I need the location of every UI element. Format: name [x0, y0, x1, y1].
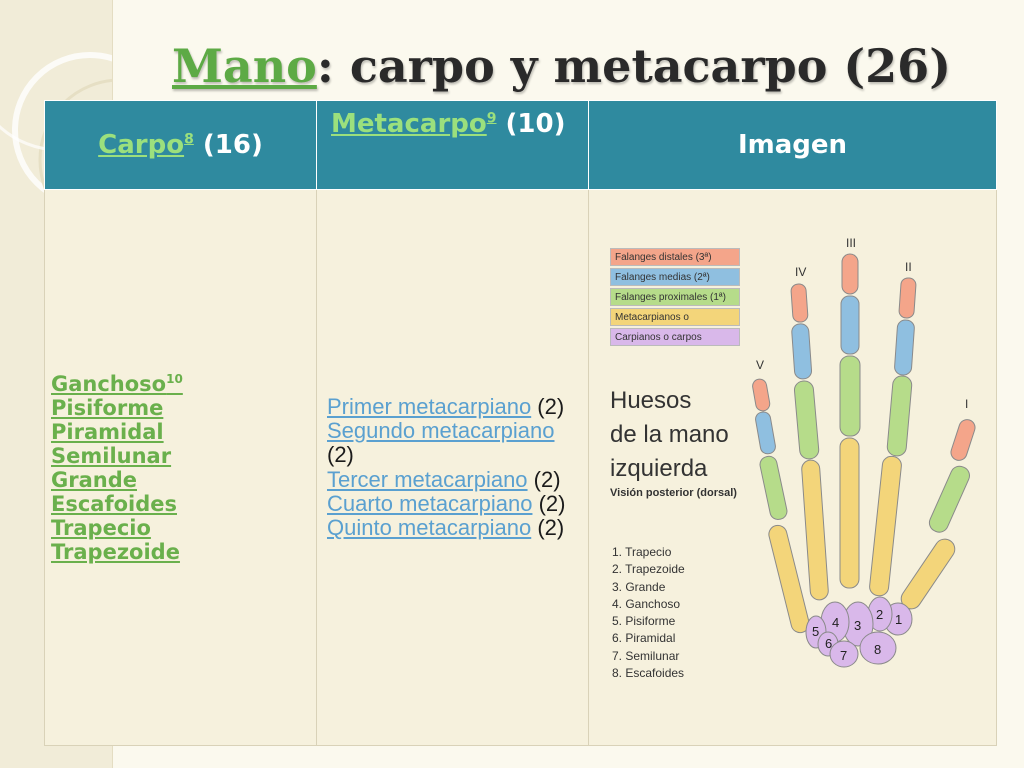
- metacarpo-cell: Primer metacarpiano (2)Segundo metacarpi…: [316, 189, 589, 746]
- hand-bones-figure: Falanges distales (3ª) Falanges medias (2…: [610, 234, 990, 684]
- hand-skeleton-illustration: III IV II V I: [752, 236, 976, 668]
- finger-label-iii: III: [846, 236, 856, 250]
- metacarpal-v: [768, 524, 810, 634]
- caption-line: de la mano: [610, 421, 729, 448]
- proximal-phalanx-iv: [793, 380, 820, 460]
- carpal-number-2: 2: [876, 607, 883, 622]
- carpo-link[interactable]: Carpo: [98, 130, 185, 160]
- figure-list-item: 8. Escafoides: [612, 666, 685, 681]
- title-rest: : carpo y metacarpo (26): [316, 39, 951, 93]
- figure-subcaption: Visión posterior (dorsal): [610, 487, 737, 499]
- legend-item: Falanges medias (2ª): [610, 268, 740, 286]
- carpal-number-7: 7: [840, 648, 847, 663]
- finger-label-i: I: [965, 397, 968, 411]
- metacarpo-item: Segundo metacarpiano (2): [327, 417, 582, 468]
- metacarpo-item-count: (2): [532, 490, 566, 516]
- finger-label-ii: II: [905, 260, 912, 274]
- carpo-count: (16): [193, 130, 263, 160]
- distal-phalanx-iv: [790, 283, 809, 323]
- metacarpal-iii: [839, 437, 860, 589]
- metacarpo-item-count: (2): [527, 466, 561, 492]
- proximal-phalanx-ii: [886, 375, 913, 457]
- metacarpal-iv: [801, 459, 829, 601]
- carpo-item-piramidal[interactable]: Piramidal: [51, 419, 164, 444]
- figure-list-item: 2. Trapezoide: [612, 562, 685, 577]
- carpal-number-1: 1: [895, 612, 902, 627]
- carpal-7: [829, 640, 859, 668]
- bones-table: Carpo8 (16) Metacarpo9 (10) Imagen Ganch…: [44, 100, 997, 746]
- metacarpo-item-link[interactable]: Tercer metacarpiano: [327, 466, 528, 492]
- metacarpo-list: Primer metacarpiano (2)Segundo metacarpi…: [323, 393, 582, 541]
- imagen-cell: [588, 189, 997, 746]
- caption-line: izquierda: [610, 455, 708, 482]
- metacarpo-item-link[interactable]: Cuarto metacarpiano: [327, 490, 533, 516]
- metacarpo-item-link[interactable]: Primer metacarpiano: [327, 393, 532, 419]
- carpal-number-8: 8: [874, 642, 881, 657]
- metacarpo-item-count: (2): [531, 515, 565, 541]
- carpo-item-semilunar[interactable]: Semilunar: [51, 443, 172, 468]
- carpo-item-ganchoso[interactable]: Ganchoso10: [51, 371, 183, 396]
- table-header-row: Carpo8 (16) Metacarpo9 (10) Imagen: [44, 100, 997, 190]
- finger-label-v: V: [756, 358, 764, 372]
- legend-item: Metacarpianos o metacarpos: [610, 308, 740, 341]
- header-carpo: Carpo8 (16): [44, 100, 317, 190]
- metacarpo-item: Tercer metacarpiano (2): [327, 466, 582, 492]
- header-metacarpo: Metacarpo9 (10): [316, 100, 589, 190]
- figure-list-item: 1. Trapecio: [612, 545, 672, 559]
- metacarpo-item-count: (2): [531, 393, 565, 419]
- carpo-item-grande[interactable]: Grande: [51, 467, 137, 492]
- metacarpo-item: Primer metacarpiano (2): [327, 393, 582, 419]
- middle-phalanx-iii: [840, 295, 860, 355]
- distal-phalanx-v: [752, 378, 771, 412]
- figure-numbered-list: 1. Trapecio 2. Trapezoide 3. Grande 4. Ganc…: [612, 544, 685, 682]
- metacarpo-item: Quinto metacarpiano (2): [327, 515, 582, 541]
- distal-phalanx-i: [950, 419, 976, 461]
- figure-list-item: 3. Grande: [612, 579, 666, 594]
- page-title: Mano: carpo y metacarpo (26): [172, 30, 992, 102]
- middle-phalanx-v: [755, 411, 776, 455]
- finger-label-iv: IV: [795, 265, 806, 279]
- carpo-item-trapecio[interactable]: Trapecio: [51, 515, 151, 540]
- figure-list-item: 5. Pisiforme: [612, 614, 676, 629]
- legend-item: Falanges proximales (1ª): [610, 288, 740, 306]
- metacarpal-ii: [869, 455, 902, 597]
- metacarpo-item-link[interactable]: Quinto metacarpiano: [327, 515, 532, 541]
- carpo-item-trapezoide[interactable]: Trapezoide: [51, 539, 180, 564]
- carpo-item-pisiforme[interactable]: Pisiforme: [51, 395, 164, 420]
- legend-item: Carpianos o carpos: [610, 328, 740, 346]
- carpal-number-3: 3: [854, 618, 861, 633]
- carpal-number-4: 4: [832, 615, 839, 630]
- figure-list-item: 4. Ganchoso: [612, 596, 681, 611]
- middle-phalanx-ii: [894, 319, 915, 376]
- distal-phalanx-ii: [898, 277, 917, 319]
- metacarpo-count: (10): [496, 109, 566, 139]
- carpo-item-escafoides[interactable]: Escafoides: [51, 491, 177, 516]
- carpal-8: [859, 631, 897, 665]
- carpal-number-6: 6: [825, 636, 832, 651]
- middle-phalanx-iv: [791, 323, 813, 380]
- metacarpo-item: Cuarto metacarpiano (2): [327, 490, 582, 516]
- figure-list-item: 7. Semilunar: [612, 648, 680, 663]
- metacarpo-item-link[interactable]: Segundo metacarpiano: [327, 417, 555, 443]
- figure-caption: Huesos de la mano izquierda: [610, 384, 729, 486]
- title-link-mano[interactable]: Mano: [172, 39, 317, 93]
- proximal-phalanx-v: [759, 455, 788, 520]
- metacarpo-ref[interactable]: 9: [486, 110, 497, 127]
- carpal-number-5: 5: [812, 624, 819, 639]
- carpo-ref[interactable]: 8: [184, 131, 194, 148]
- caption-line: Huesos: [610, 387, 692, 414]
- proximal-phalanx-iii: [839, 355, 861, 437]
- header-imagen: Imagen: [588, 100, 997, 190]
- metacarpo-item-count: (2): [327, 442, 354, 468]
- proximal-phalanx-i: [928, 465, 970, 533]
- figure-list-item: 6. Piramidal: [612, 631, 676, 646]
- distal-phalanx-iii: [841, 253, 859, 295]
- metacarpo-link[interactable]: Metacarpo: [331, 109, 487, 139]
- metacarpal-i: [900, 538, 956, 610]
- legend-item: Falanges distales (3ª): [610, 248, 740, 266]
